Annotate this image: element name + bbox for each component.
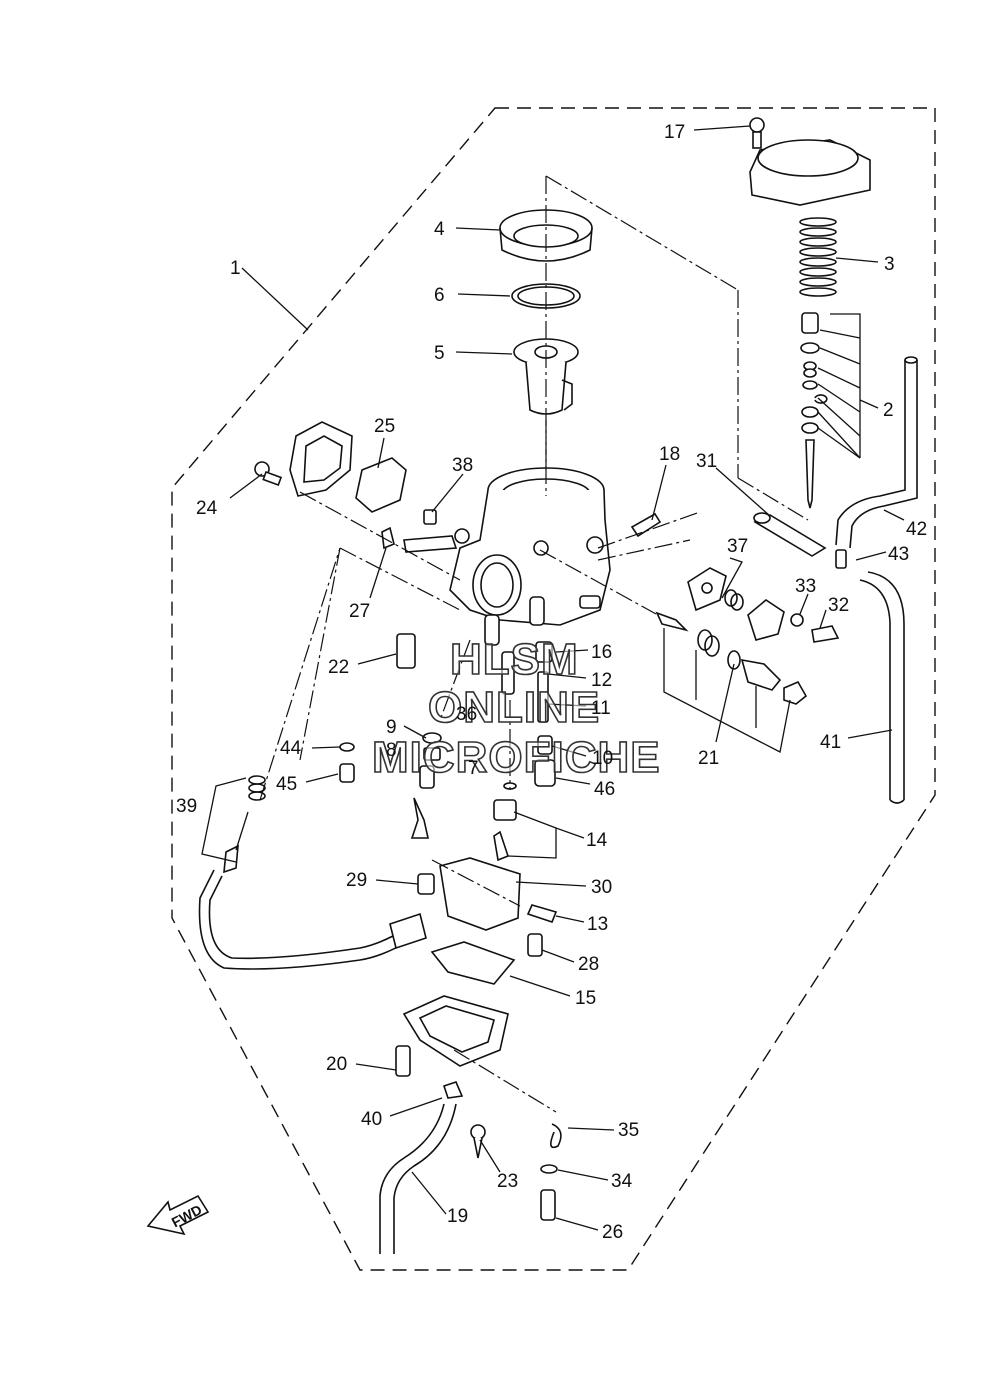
callout-14: 14 [586, 830, 608, 851]
callout-43: 43 [888, 544, 909, 565]
choke-assembly [655, 567, 840, 705]
watermark-line-3: MICROFICHE [372, 733, 661, 782]
callout-8: 8 [386, 740, 397, 761]
watermark-line-1: HLSM [450, 635, 579, 684]
callout-44: 44 [280, 738, 302, 759]
cover-assembly [749, 117, 871, 509]
callout-39: 39 [176, 796, 197, 817]
intake-gasket-parts [254, 421, 437, 550]
callout-17: 17 [664, 122, 685, 143]
callout-19: 19 [447, 1206, 468, 1227]
watermark-line-2: ONLINE [428, 683, 600, 732]
callout-10: 10 [592, 748, 613, 769]
callout-16: 16 [591, 642, 612, 663]
callout-24: 24 [196, 498, 218, 519]
float-assembly [417, 857, 558, 957]
float-bowl-assembly [379, 995, 562, 1254]
forward-arrow: FWD [146, 1194, 210, 1236]
callout-30: 30 [591, 877, 612, 898]
callout-3: 3 [884, 254, 895, 275]
callout-5: 5 [434, 343, 445, 364]
callout-6: 6 [434, 285, 445, 306]
callout-29: 29 [346, 870, 367, 891]
callout-35: 35 [618, 1120, 639, 1141]
jet-needle-set-2 [800, 312, 828, 509]
callout-26: 26 [602, 1222, 623, 1243]
callout-22: 22 [328, 657, 349, 678]
callout-21: 21 [698, 748, 719, 769]
callout-40: 40 [361, 1109, 382, 1130]
callout-28: 28 [578, 954, 599, 975]
center-lines [259, 175, 809, 1113]
callout-7: 7 [468, 758, 479, 779]
callout-4: 4 [434, 219, 445, 240]
callout-12: 12 [591, 670, 612, 691]
throttle-cable [198, 742, 427, 970]
callout-20: 20 [326, 1054, 347, 1075]
carburetor-body [403, 467, 611, 646]
callout-11: 11 [591, 698, 611, 719]
callout-18: 18 [659, 444, 680, 465]
callout-31: 31 [696, 451, 717, 472]
float-bowl-gasket [430, 941, 516, 985]
callout-38: 38 [452, 455, 473, 476]
callout-37: 37 [727, 536, 748, 557]
callout-1: 1 [230, 258, 241, 279]
callout-46: 46 [594, 779, 615, 800]
callout-9: 9 [386, 717, 397, 738]
callout-33: 33 [795, 576, 816, 597]
callout-27: 27 [349, 601, 370, 622]
callout-25: 25 [374, 416, 395, 437]
leader-lines [201, 125, 905, 1231]
callout-2: 2 [883, 400, 894, 421]
spring-3 [799, 217, 837, 297]
callout-23: 23 [497, 1171, 518, 1192]
assembly-boundary [171, 107, 936, 1271]
callout-45: 45 [276, 774, 297, 795]
callout-13: 13 [587, 914, 608, 935]
pilot-and-hoses [630, 356, 918, 804]
callout-42: 42 [906, 519, 927, 540]
watermark: HLSM ONLINE MICROFICHE [371, 634, 661, 783]
callout-36: 36 [456, 704, 477, 725]
callout-34: 34 [611, 1171, 633, 1192]
callout-32: 32 [828, 595, 849, 616]
callout-15: 15 [575, 988, 596, 1009]
callout-labels: 1 2 3 4 5 6 7 8 9 10 11 12 13 14 15 16 1… [176, 122, 927, 1243]
callout-41: 41 [820, 732, 841, 753]
